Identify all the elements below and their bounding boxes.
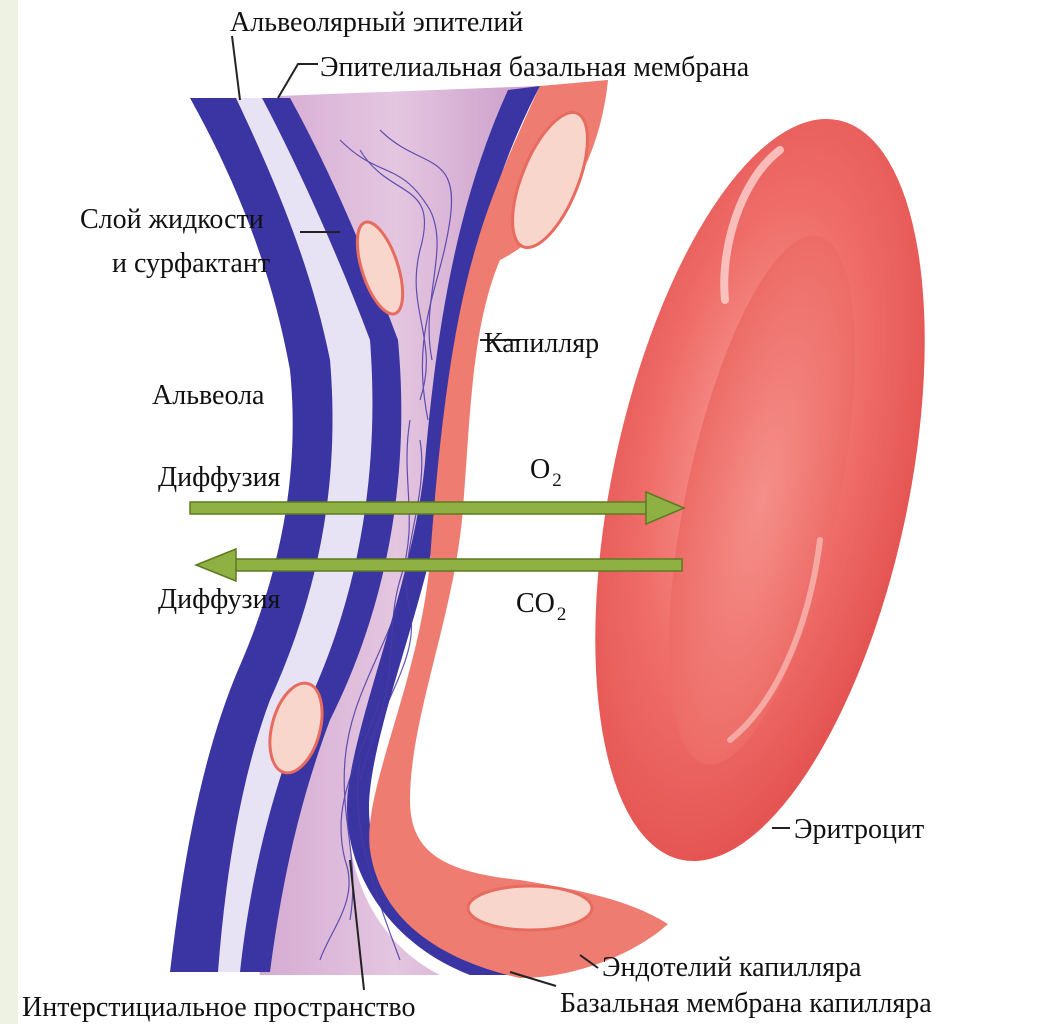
label-alveolus: Альвеола (152, 380, 265, 411)
label-capillary-endothelium: Эндотелий капилляра (602, 952, 862, 983)
label-diffusion-top: Диффузия (158, 462, 281, 493)
label-diffusion-bottom: Диффузия (158, 584, 281, 615)
label-co2-subscript: 2 (557, 604, 567, 625)
label-fluid-layer-line1: Слой жидкости (80, 204, 264, 235)
label-epithelial-basement-membrane: Эпителиальная базальная мембрана (320, 52, 750, 83)
label-alveolar-epithelium: Альвеолярный эпителий (230, 7, 523, 38)
label-fluid-layer-line2: и сурфактант (112, 248, 270, 279)
label-interstitial-space: Интерстициальное пространство (22, 992, 415, 1023)
label-erythrocyte: Эритроцит (794, 814, 924, 845)
label-capillary: Капилляр (484, 328, 599, 359)
label-capillary-basement-membrane: Базальная мембрана капилляра (560, 988, 932, 1019)
label-co2-main: CO (516, 588, 555, 619)
label-o2-main: O (530, 454, 550, 485)
label-o2-subscript: 2 (552, 470, 562, 491)
erythrocyte-cell (537, 89, 984, 890)
endothelial-cell-nucleus-bottom (468, 886, 592, 930)
